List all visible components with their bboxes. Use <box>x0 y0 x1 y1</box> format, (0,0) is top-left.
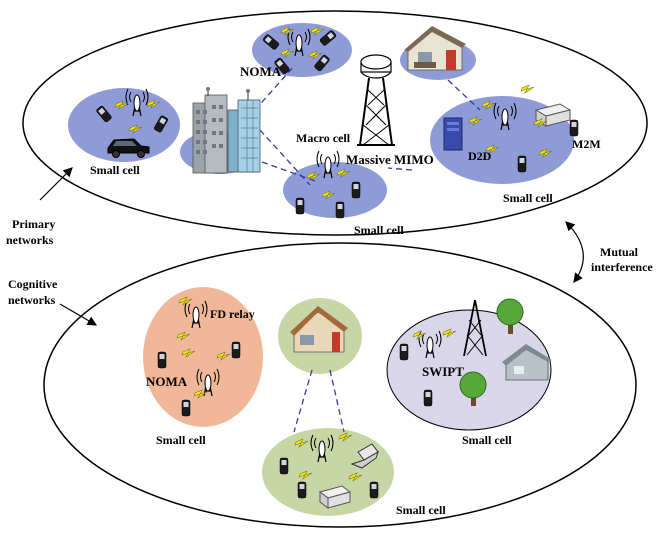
primary-networks-label-line2: networks <box>6 233 54 247</box>
tree-icon <box>459 371 487 406</box>
small-cell-bottom-right-label: Small cell <box>462 433 512 447</box>
office-building-icon <box>192 87 261 174</box>
printer-icon <box>534 103 572 127</box>
phone-icon <box>279 457 289 475</box>
mutual-interference-label-line2: interference <box>591 260 653 274</box>
noma-bottom-label: NOMA <box>146 374 188 389</box>
house-icon <box>290 306 348 353</box>
phone-icon <box>297 481 307 499</box>
mutual-interference-arrow <box>565 221 584 283</box>
phone-icon <box>517 155 527 173</box>
server-icon <box>443 117 463 151</box>
phone-icon <box>231 341 241 359</box>
small-cell-bottom-center-label: Small cell <box>396 503 446 517</box>
massive-mimo-label: Massive MIMO <box>346 152 434 167</box>
cognitive-networks-arrow <box>59 303 98 326</box>
printer-icon <box>318 485 352 509</box>
mutual-interference-label-line1: Mutual <box>600 245 639 259</box>
macro-cell-label: Macro cell <box>296 131 351 145</box>
phone-icon <box>399 343 409 361</box>
small-cell-bottom-left-area <box>143 287 263 427</box>
noma-top-label: NOMA <box>240 64 282 79</box>
small-cell-bottom-left-label: Small cell <box>156 433 206 447</box>
house-icon <box>404 26 466 71</box>
car-icon <box>107 138 150 158</box>
phone-icon <box>335 201 345 219</box>
fd-relay-label: FD relay <box>210 307 255 321</box>
cognitive-networks-label-line2: networks <box>8 293 56 307</box>
small-cell-top-left-label: Small cell <box>90 163 140 177</box>
laptop-icon <box>350 443 379 469</box>
primary-networks-label-line1: Primary <box>12 217 55 231</box>
phone-icon <box>157 351 167 369</box>
phone-icon <box>369 481 379 499</box>
macro-tower-icon <box>357 54 395 146</box>
small-cell-top-right-label: Small cell <box>503 191 553 205</box>
phone-icon <box>295 197 305 215</box>
primary-networks-arrow <box>39 167 73 201</box>
phone-icon <box>423 389 433 407</box>
m2m-label: M2M <box>572 137 601 151</box>
d2d-label: D2D <box>468 149 492 163</box>
phone-icon <box>351 181 361 199</box>
phone-icon <box>569 119 579 137</box>
house-icon <box>502 344 552 381</box>
small-cell-top-center-label: Small cell <box>354 223 404 237</box>
macro-tower-icon <box>463 299 487 357</box>
cognitive-networks-label-line1: Cognitive <box>8 277 58 291</box>
phone-icon <box>181 399 191 417</box>
cognitive-network-boundary <box>43 242 637 528</box>
tree-icon <box>496 298 524 334</box>
swipt-label: SWIPT <box>422 364 464 379</box>
